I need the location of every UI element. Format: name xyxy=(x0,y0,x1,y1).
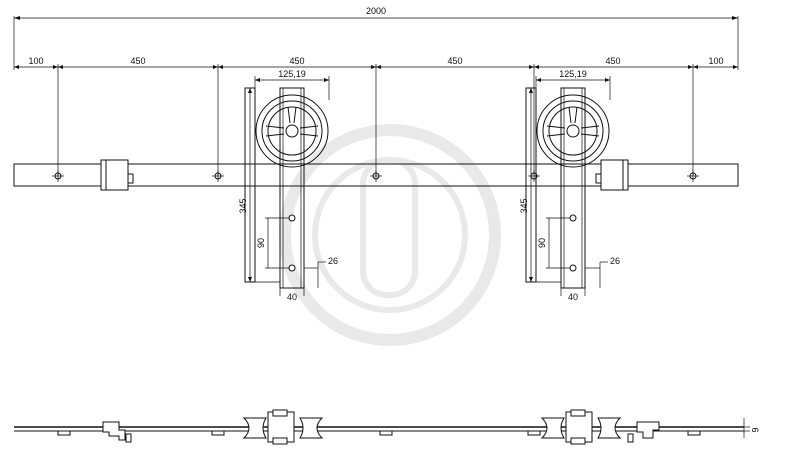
hole-offset-label: 26 xyxy=(328,256,338,266)
hole-spacing-label: 90 xyxy=(256,238,266,248)
spacing-label-6: 100 xyxy=(708,56,723,66)
spacing-label-4: 450 xyxy=(447,56,462,66)
mounting-hole xyxy=(687,170,699,182)
watermark-logo xyxy=(279,124,501,346)
spacing-label-5: 450 xyxy=(605,56,620,66)
hanger-left: 125,19 345 90 26 40 xyxy=(238,69,338,302)
mounting-hole xyxy=(370,170,382,182)
wheel xyxy=(255,94,329,168)
spacing-label-1: 100 xyxy=(28,56,43,66)
hole-spacing-label: 90 xyxy=(537,238,547,248)
side-offset-label: 6 xyxy=(750,427,760,432)
mounting-hole xyxy=(52,170,64,182)
hanger-height-label: 345 xyxy=(238,198,248,213)
rail-top-view: 6 xyxy=(14,409,760,445)
overall-length-label: 2000 xyxy=(366,6,386,16)
mounting-hole xyxy=(212,170,224,182)
wheel xyxy=(536,94,610,168)
wheel-width-label: 125,19 xyxy=(559,69,587,79)
strap-width-label: 40 xyxy=(287,292,297,302)
end-stopper-left xyxy=(100,159,134,191)
wheel-width-label: 125,19 xyxy=(278,69,306,79)
hanger-height-label: 345 xyxy=(519,198,529,213)
rail-front-view xyxy=(13,159,739,191)
spacing-dimension-chain: 100 450 450 450 450 100 xyxy=(14,56,738,176)
overall-dimension: 2000 xyxy=(13,6,739,70)
hanger-right: 125,19 345 90 26 40 xyxy=(519,69,620,302)
spacing-label-3: 450 xyxy=(289,56,304,66)
spacing-label-2: 450 xyxy=(130,56,145,66)
mounting-hole xyxy=(528,170,540,182)
end-stopper-right xyxy=(595,159,629,191)
hole-offset-label: 26 xyxy=(610,256,620,266)
strap-width-label: 40 xyxy=(568,292,578,302)
